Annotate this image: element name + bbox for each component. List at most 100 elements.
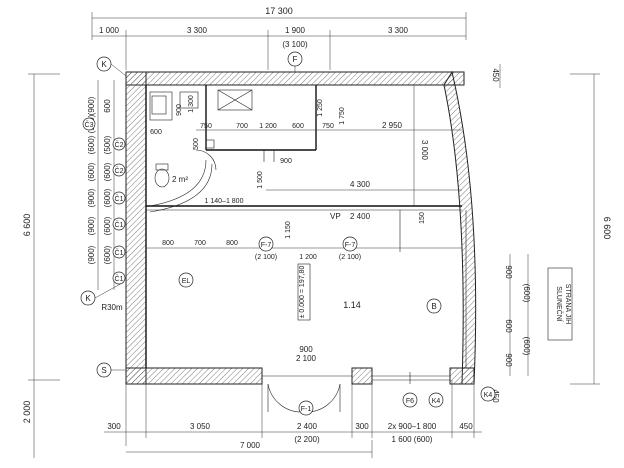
- room-labels: ± 0.000 = 197,80 1.14 900 2 100 R30m: [101, 263, 361, 363]
- top-seg-3: 1 900: [285, 26, 306, 35]
- int-dim-1250: 1 250: [317, 99, 324, 117]
- grid-s-label: S: [101, 366, 106, 375]
- int-dim-750b: 750: [322, 123, 334, 130]
- int-dim-1150: 1 150: [285, 221, 292, 239]
- top-dimensions: 17 300 1 000 3 300 1 900 (3 100) 3 300: [91, 6, 467, 70]
- tag-k4-b: K4: [484, 392, 493, 399]
- left-stack-5: (600): [87, 162, 96, 181]
- int-dim-1200a: 1 200: [299, 254, 317, 261]
- left-stack-6: (900): [87, 188, 96, 207]
- left-stack-1: 600: [103, 99, 112, 113]
- grid-markers: K K S F: [80, 51, 303, 378]
- door-width: 900: [299, 345, 313, 354]
- left-stack-0: (900): [87, 96, 96, 115]
- right-stack-0: 900: [504, 265, 513, 279]
- note-line-2: STRANA JIH: [564, 284, 571, 324]
- tag-f7-left-size: (2 100): [255, 254, 277, 261]
- int-dim-750a: 750: [200, 123, 212, 130]
- int-dim-800a: 800: [162, 240, 174, 247]
- left-stack-10: (600): [103, 216, 112, 235]
- radius-label: R30m: [101, 303, 123, 312]
- area-label: 2 m²: [172, 175, 188, 184]
- right-stack-3: 900: [504, 353, 513, 367]
- bottom-seg-1: 3 050: [190, 422, 211, 431]
- int-dim-1140: 1 140–1 800: [205, 198, 244, 205]
- column-c2a: Č2: [115, 140, 124, 149]
- exterior-walls: [125, 70, 477, 385]
- column-c3: Č3: [85, 120, 94, 129]
- tag-f6: F6: [406, 398, 414, 405]
- column-c1b: Č1: [115, 220, 124, 229]
- tag-k4-a: K4: [432, 398, 441, 405]
- bottom-overall: 7 000: [240, 441, 261, 450]
- int-dim-500: 500: [193, 138, 200, 150]
- int-dim-800b: 800: [226, 240, 238, 247]
- right-bottom-label: 450: [491, 389, 500, 403]
- right-stack-1: (600): [522, 284, 531, 303]
- int-dim-2400: 2 400: [350, 212, 371, 221]
- int-dim-2950: 2 950: [382, 121, 403, 130]
- bottom-center: 2 400: [297, 422, 318, 431]
- tag-f7-right-size: (2 100): [339, 254, 361, 261]
- left-dimensions: 6 600 2 000 (900) 600 (600) (500) (500) …: [22, 73, 115, 458]
- top-seg-2: 3 300: [187, 26, 208, 35]
- int-dim-150: 150: [419, 212, 426, 224]
- left-overall-label: 6 600: [22, 214, 32, 237]
- interior-dimensions: 800 700 800 1 150 1 200 750 700 1 200 60…: [146, 85, 462, 261]
- door-height: 2 100: [296, 354, 317, 363]
- tag-b: B: [431, 302, 436, 311]
- left-stack-9: (900): [87, 216, 96, 235]
- right-dimensions: 6 600 450 900 (600) 600 900 (600) 450: [491, 64, 612, 403]
- int-dim-3000: 3 000: [420, 140, 429, 161]
- right-stack-4: (600): [522, 337, 531, 356]
- grid-k-top-label: K: [101, 60, 107, 69]
- int-dim-1300: 1 300: [188, 95, 195, 113]
- column-markers: Č3 Č2 Č2 Č1 Č1 Č1 Č1: [82, 117, 126, 285]
- tag-el: EL: [182, 278, 191, 285]
- int-dim-900a: 900: [280, 158, 292, 165]
- int-dim-4300: 4 300: [350, 180, 371, 189]
- right-stack-2: 600: [504, 319, 513, 333]
- tag-f7-right: F-7: [345, 242, 356, 249]
- right-overall-label: 6 600: [602, 217, 612, 240]
- column-c1d: Č1: [115, 274, 124, 283]
- int-dim-700a: 700: [194, 240, 206, 247]
- int-dim-600b: 600: [150, 129, 162, 136]
- int-dim-900b: 900: [176, 104, 183, 116]
- grid-k-bottom-label: K: [85, 294, 91, 303]
- top-seg-3-sub: (3 100): [282, 40, 308, 49]
- left-lower-label: 2 000: [22, 401, 32, 424]
- tag-f1: F-1: [301, 406, 312, 413]
- tag-f7-left: F-7: [261, 242, 272, 249]
- bottom-seg-3: 2x 900–1 800: [388, 422, 437, 431]
- column-c2b: Č2: [115, 166, 124, 175]
- column-c1c: Č1: [115, 248, 124, 257]
- interior-partitions: [146, 85, 467, 368]
- top-seg-1: 1 000: [99, 26, 120, 35]
- int-dim-1750: 1 750: [339, 107, 346, 125]
- orientation-note: SLUNEČNÍ STRANA JIH: [547, 267, 573, 341]
- bottom-seg-0: 300: [107, 422, 121, 431]
- bottom-seg-2: 300: [355, 422, 369, 431]
- note-line-1: SLUNEČNÍ: [555, 286, 564, 321]
- column-c1a: Č1: [115, 194, 124, 203]
- grid-marker-k-top: [96, 56, 112, 72]
- left-stack-2: (600): [87, 135, 96, 154]
- int-dim-1200b: 1 200: [259, 123, 277, 130]
- int-dim-600a: 600: [292, 123, 304, 130]
- left-stack-3: (500): [103, 135, 112, 154]
- int-dim-1500: 1 500: [257, 171, 264, 189]
- bottom-center-sub: (2 200): [294, 435, 320, 444]
- left-stack-11: (900): [87, 245, 96, 264]
- element-tags: F-7 (2 100) F-7 (2 100) F-1 F6 K4 K4 EL …: [178, 236, 496, 416]
- elevation-label: ± 0.000 = 197,80: [299, 266, 306, 319]
- grid-f-label: F: [293, 55, 298, 64]
- int-dim-700b: 700: [236, 123, 248, 130]
- bottom-seg-3-sub: 1 600 (600): [392, 435, 433, 444]
- bottom-seg-4: 450: [459, 422, 473, 431]
- right-top-label: 450: [491, 68, 500, 82]
- left-stack-8: (600): [103, 188, 112, 207]
- overall-width-label: 17 300: [265, 6, 293, 16]
- left-stack-12: (600): [103, 245, 112, 264]
